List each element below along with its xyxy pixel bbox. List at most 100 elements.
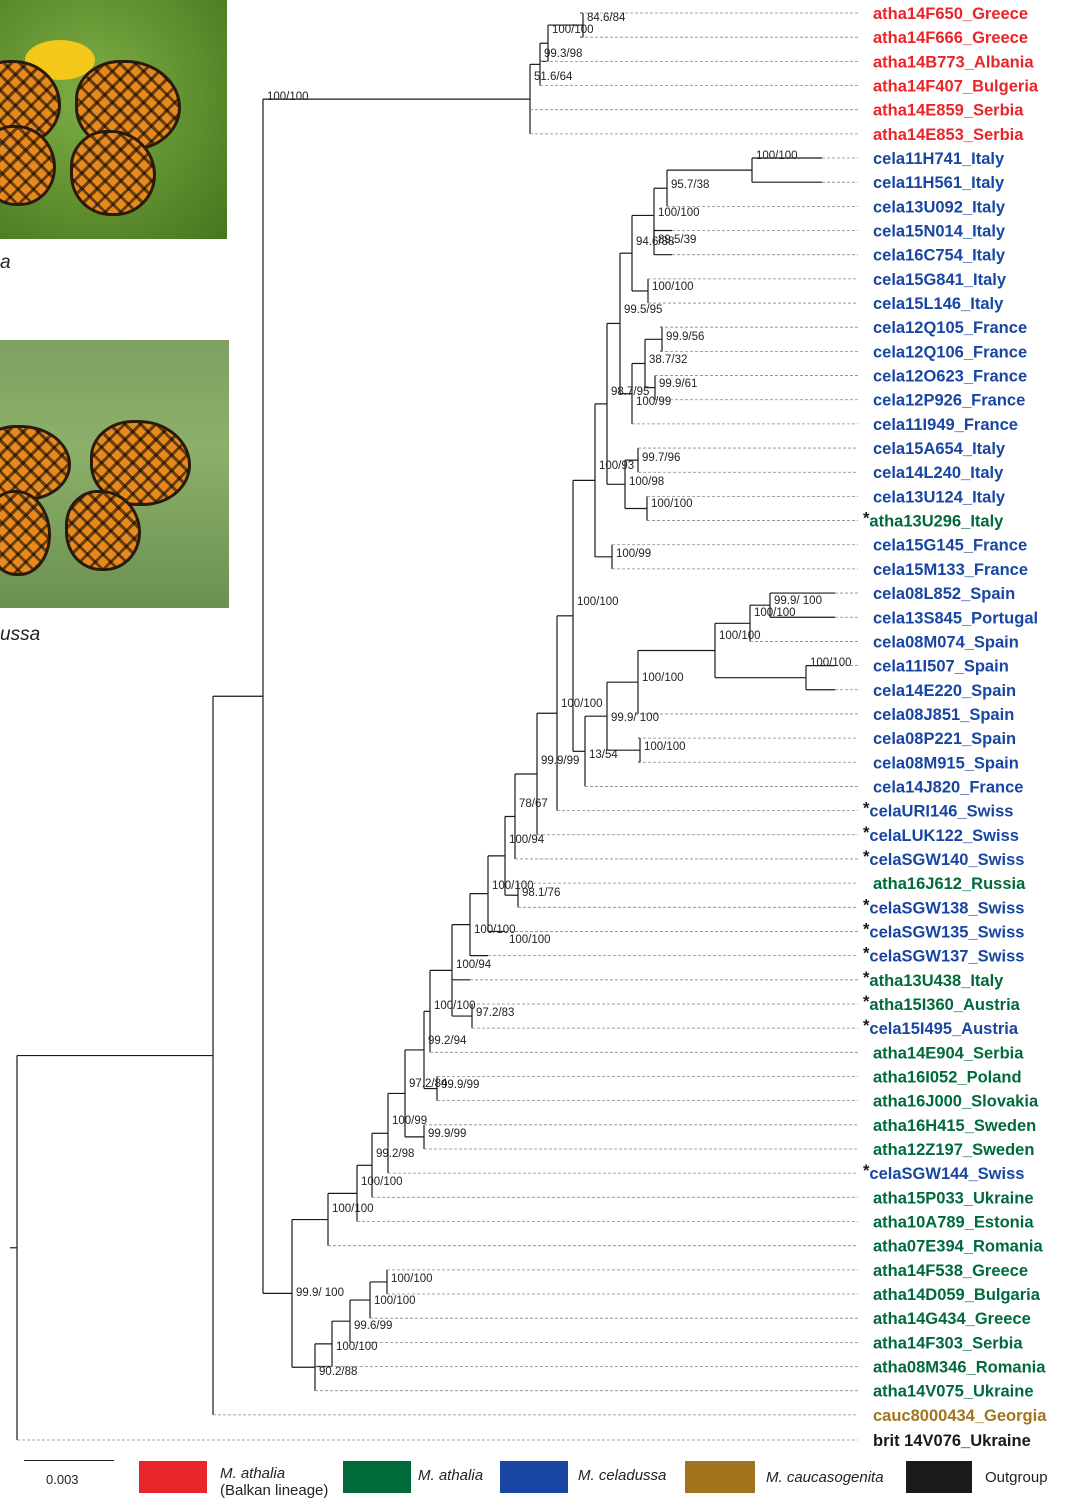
tip-label: *celaSGW138_Swiss: [863, 896, 1024, 917]
legend-label-outgroup: Outgroup: [985, 1469, 1048, 1486]
support-value: 95.7/38: [671, 179, 709, 191]
legend-label-athalia: M. athalia: [418, 1467, 483, 1484]
support-value: 100/100: [577, 596, 619, 608]
tip-name: cela15M133_France: [873, 561, 1028, 579]
tip-label: *celaSGW137_Swiss: [863, 945, 1024, 966]
tip-label: *celaLUK122_Swiss: [863, 824, 1019, 845]
tip-label: atha16J612_Russia: [873, 875, 1026, 893]
support-value: 100/93: [599, 460, 634, 472]
tip-label: cela12P926_France: [873, 392, 1025, 410]
tip-label: cela16C754_Italy: [873, 247, 1006, 265]
tip-name: atha14D059_Bulgaria: [873, 1286, 1041, 1304]
tip-name: atha16I052_Poland: [873, 1068, 1022, 1086]
tip-label: cela15G145_France: [873, 537, 1027, 555]
tip-name: atha10A789_Estonia: [873, 1214, 1034, 1232]
tip-label: atha16I052_Poland: [873, 1068, 1022, 1086]
tip-name: cela08L852_Spain: [873, 585, 1015, 603]
tip-label: cela12O623_France: [873, 368, 1027, 386]
tip-name: cela08M074_Spain: [873, 633, 1019, 651]
tip-label: cela12Q106_France: [873, 343, 1027, 361]
tip-name: atha14E859_Serbia: [873, 102, 1024, 120]
tip-name: atha12Z197_Sweden: [873, 1141, 1034, 1159]
support-value: 100/100: [336, 1341, 378, 1353]
support-value: 100/100: [267, 91, 309, 103]
support-value: 99.9/56: [666, 331, 704, 343]
tip-label: atha07E394_Romania: [873, 1238, 1043, 1256]
tip-name: atha14B773_Albania: [873, 53, 1034, 71]
tip-name: cela08M915_Spain: [873, 754, 1019, 772]
tip-label: cela13S845_Portugal: [873, 609, 1038, 627]
tip-name: atha14F666_Greece: [873, 29, 1028, 47]
tip-name: atha13U438_Italy: [869, 972, 1004, 990]
tip-label: cela11H561_Italy: [873, 174, 1005, 192]
support-value: 99.3/98: [544, 48, 582, 60]
tip-name: cela15G841_Italy: [873, 271, 1007, 289]
support-value: 99.9/ 100: [611, 712, 659, 724]
support-value: 100/100: [374, 1295, 416, 1307]
support-value: 99.2/98: [376, 1148, 414, 1160]
tip-label: cauc8000434_Georgia: [873, 1407, 1047, 1425]
tip-label: cela13U124_Italy: [873, 488, 1006, 506]
support-value: 100/94: [456, 959, 492, 971]
tip-label: atha10A789_Estonia: [873, 1214, 1034, 1232]
tip-name: celaSGW140_Swiss: [869, 851, 1024, 869]
tip-label: cela14J820_France: [873, 778, 1023, 796]
tip-name: celaSGW137_Swiss: [869, 948, 1024, 966]
tip-label: *celaSGW144_Swiss: [863, 1162, 1024, 1183]
tip-label: atha14F538_Greece: [873, 1262, 1028, 1280]
legend-species: M. caucasogenita: [766, 1469, 884, 1486]
tip-name: cela15N014_Italy: [873, 223, 1006, 241]
tip-name: celaSGW135_Swiss: [869, 923, 1024, 941]
support-value: 99.6/99: [354, 1320, 392, 1332]
tip-name: atha16J000_Slovakia: [873, 1093, 1039, 1111]
tip-label: atha16J000_Slovakia: [873, 1093, 1039, 1111]
tip-label: cela11I949_France: [873, 416, 1018, 434]
tip-name: cela11H561_Italy: [873, 174, 1005, 192]
support-value: 38.7/32: [649, 354, 687, 366]
support-value: 94.6/88: [636, 236, 674, 248]
tip-label: cela15L146_Italy: [873, 295, 1004, 313]
tip-name: cela12Q106_France: [873, 343, 1027, 361]
support-value: 99.5/95: [624, 304, 662, 316]
legend-swatch-celadussa: [500, 1461, 568, 1493]
tip-name: cela11I507_Spain: [873, 658, 1009, 676]
tip-label: *atha13U438_Italy: [863, 969, 1004, 990]
support-value: 100/99: [616, 548, 651, 560]
support-value: 13/54: [589, 749, 618, 761]
tip-label: atha14F650_Greece: [873, 5, 1028, 23]
tip-name: cela16C754_Italy: [873, 247, 1006, 265]
support-value: 99.9/99: [428, 1128, 466, 1140]
tip-label: cela15A654_Italy: [873, 440, 1006, 458]
legend-species: M. athalia: [220, 1465, 285, 1482]
tip-label: cela15M133_France: [873, 561, 1028, 579]
tip-name: atha14F650_Greece: [873, 5, 1028, 23]
legend-label-caucasogenita: M. caucasogenita: [766, 1469, 884, 1486]
legend-swatch-caucasogenita: [685, 1461, 755, 1493]
tip-label: brit 14V076_Ukraine: [873, 1432, 1031, 1450]
support-value: 100/94: [509, 834, 545, 846]
legend-swatch-outgroup: [906, 1461, 972, 1493]
tip-label: *cela15I495_Austria: [863, 1017, 1019, 1038]
tip-label: atha14F303_Serbia: [873, 1334, 1023, 1352]
tip-name: cela11H741_Italy: [873, 150, 1005, 168]
tip-label: cela14E220_Spain: [873, 682, 1016, 700]
tip-label: atha08M346_Romania: [873, 1359, 1046, 1377]
support-value: 100/100: [561, 698, 603, 710]
scale-bar: [24, 1460, 114, 1461]
tip-label: atha14F666_Greece: [873, 29, 1028, 47]
tip-name: cela11I949_France: [873, 416, 1018, 434]
legend-note: (Balkan lineage): [220, 1482, 328, 1499]
support-value: 100/100: [552, 24, 594, 36]
support-value: 100/100: [642, 672, 684, 684]
tip-name: cela15G145_France: [873, 537, 1027, 555]
tip-label: cela08M074_Spain: [873, 633, 1019, 651]
tip-label: cela14L240_Italy: [873, 464, 1004, 482]
legend-swatch-balkan: [139, 1461, 207, 1493]
tip-name: atha16J612_Russia: [873, 875, 1026, 893]
tip-name: cela08P221_Spain: [873, 730, 1016, 748]
tip-name: cela15L146_Italy: [873, 295, 1004, 313]
tip-name: atha15I360_Austria: [869, 996, 1020, 1014]
tip-name: cela12O623_France: [873, 368, 1027, 386]
support-value: 98.7/95: [611, 386, 649, 398]
